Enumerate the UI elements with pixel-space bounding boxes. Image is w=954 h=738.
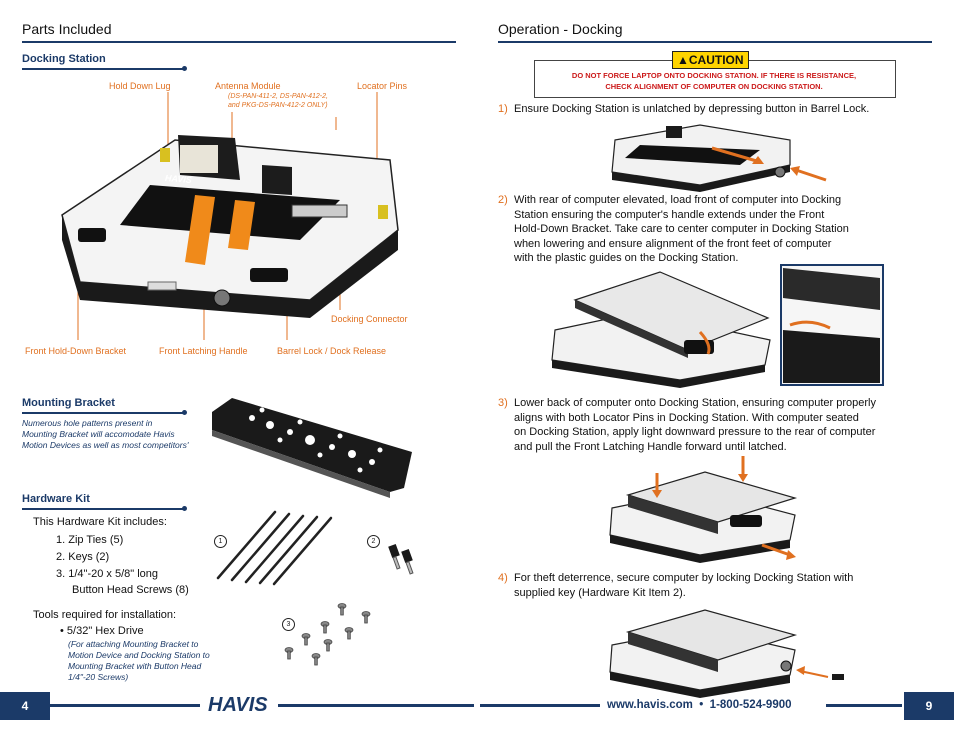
- callout-docking-connector: Docking Connector: [331, 314, 408, 324]
- step-3-line-3: on Docking Station, apply light downward…: [514, 426, 876, 438]
- hardware-item-2-text: Keys (2): [68, 551, 110, 563]
- left-title-rule: [22, 41, 456, 43]
- hardware-kit-intro: This Hardware Kit includes:: [33, 516, 167, 528]
- step-3-number: 3): [498, 397, 508, 409]
- tool-note-3: Mounting Bracket with Button Head: [68, 661, 202, 671]
- marker-1: 1: [214, 535, 227, 548]
- right-footer-bar-a: [480, 704, 600, 707]
- footer-separator: •: [699, 699, 704, 711]
- left-section-title: Parts Included: [22, 21, 112, 37]
- callout-antenna-note-1: (DS-PAN-411-2, DS-PAN-412-2,: [228, 93, 328, 100]
- docking-station-rule-dot: [182, 66, 187, 71]
- footer-contact: www.havis.com • 1-800-524-9900: [607, 699, 792, 711]
- mounting-bracket-heading: Mounting Bracket: [22, 397, 115, 409]
- step-3-line-4: and pull the Front Latching Handle forwa…: [514, 440, 787, 453]
- mounting-bracket-note-1: Numerous hole patterns present in: [22, 418, 153, 428]
- hardware-item-1-text: Zip Ties (5): [68, 534, 124, 546]
- marker-3: 3: [282, 618, 295, 631]
- hardware-kit-rule-dot: [182, 506, 187, 511]
- mounting-bracket-note-2: Mounting Bracket will accomodate Havis: [22, 429, 175, 439]
- mounting-bracket-note-3: Motion Devices as well as most competito…: [22, 440, 189, 450]
- tool-item: • 5/32" Hex Drive: [60, 624, 144, 639]
- step-4-number: 4): [498, 572, 508, 584]
- hardware-item-3-cont: Button Head Screws (8): [72, 584, 189, 596]
- callout-front-hold-down-bracket: Front Hold-Down Bracket: [25, 346, 127, 356]
- caution-line-1: DO NOT FORCE LAPTOP ONTO DOCKING STATION…: [571, 71, 857, 80]
- hardware-item-3-num: 3.: [56, 568, 66, 580]
- tools-heading: Tools required for installation:: [33, 609, 177, 621]
- hardware-item-2: 2. Keys (2): [56, 550, 109, 565]
- footer-phone[interactable]: 1-800-524-9900: [709, 699, 792, 711]
- step-3-line-2: aligns with both Locator Pins in Docking…: [514, 411, 859, 424]
- footer-havis-logo: HAVIS: [208, 694, 268, 716]
- step-2-number: 2): [498, 194, 508, 206]
- left-footer-bar-b: [278, 704, 474, 707]
- step-3-line-1: Lower back of computer onto Docking Stat…: [514, 397, 876, 409]
- mounting-bracket-rule: [22, 412, 184, 414]
- caution-warning-icon: ▲: [677, 53, 689, 67]
- tool-note-2: Motion Device and Docking Station to: [68, 650, 210, 660]
- right-footer-bar-b: [826, 704, 902, 707]
- caution-line-2: CHECK ALIGNMENT OF COMPUTER ON DOCKING S…: [605, 82, 823, 91]
- step-4-line-2: supplied key (Hardware Kit Item 2).: [514, 586, 686, 599]
- docking-station-rule: [22, 68, 184, 70]
- step-4-line-1: For theft deterrence, secure computer by…: [514, 572, 854, 584]
- step-2-line-4: when lowering and ensure alignment of th…: [514, 237, 832, 250]
- tool-text: 5/32" Hex Drive: [66, 625, 144, 637]
- hardware-item-1: 1. Zip Ties (5): [56, 533, 123, 548]
- right-title-rule: [498, 41, 932, 43]
- step-2-line-5: with the plastic guides on the Docking S…: [514, 252, 739, 264]
- step-2-line-1: With rear of computer elevated, load fro…: [514, 194, 842, 206]
- footer-website[interactable]: www.havis.com: [607, 699, 693, 711]
- callout-antenna-note-2: and PKG-DS-PAN-412-2 ONLY): [228, 102, 328, 109]
- left-page-number: 4: [0, 692, 50, 720]
- hardware-kit-rule: [22, 508, 184, 510]
- hardware-kit-heading: Hardware Kit: [22, 493, 90, 505]
- callout-hold-down-lug: Hold Down Lug: [109, 81, 171, 91]
- tool-note-4: 1/4"-20 Screws): [68, 672, 129, 682]
- hardware-item-3: 3. 1/4"-20 x 5/8" long: [56, 567, 158, 582]
- hardware-item-1-num: 1.: [56, 534, 66, 546]
- hardware-item-2-num: 2.: [56, 551, 66, 563]
- step-1-number: 1): [498, 103, 508, 115]
- step-2-line-2: Station ensuring the computer's handle e…: [514, 208, 825, 221]
- hardware-item-3-text: 1/4"-20 x 5/8" long: [68, 568, 159, 580]
- tool-bullet: •: [60, 625, 67, 637]
- docking-station-heading: Docking Station: [22, 53, 106, 65]
- left-footer-bar-a: [50, 704, 200, 707]
- right-section-title: Operation - Docking: [498, 21, 623, 37]
- tool-note-1: (For attaching Mounting Bracket to: [68, 639, 199, 649]
- marker-2: 2: [367, 535, 380, 548]
- device-brand-label: HAVIS: [164, 172, 193, 186]
- step-1-line-1: Ensure Docking Station is unlatched by d…: [514, 103, 870, 115]
- caution-label-text: CAUTION: [688, 53, 744, 67]
- callout-front-latching-handle: Front Latching Handle: [159, 346, 248, 356]
- step-2-line-3: Hold-Down Bracket. Take care to center c…: [514, 223, 849, 235]
- mounting-bracket-rule-dot: [182, 410, 187, 415]
- right-page-number: 9: [904, 692, 954, 720]
- callout-antenna-module: Antenna Module: [215, 81, 281, 91]
- callout-locator-pins: Locator Pins: [357, 81, 408, 91]
- callout-barrel-lock: Barrel Lock / Dock Release: [277, 346, 387, 356]
- caution-label: ▲CAUTION: [672, 51, 749, 69]
